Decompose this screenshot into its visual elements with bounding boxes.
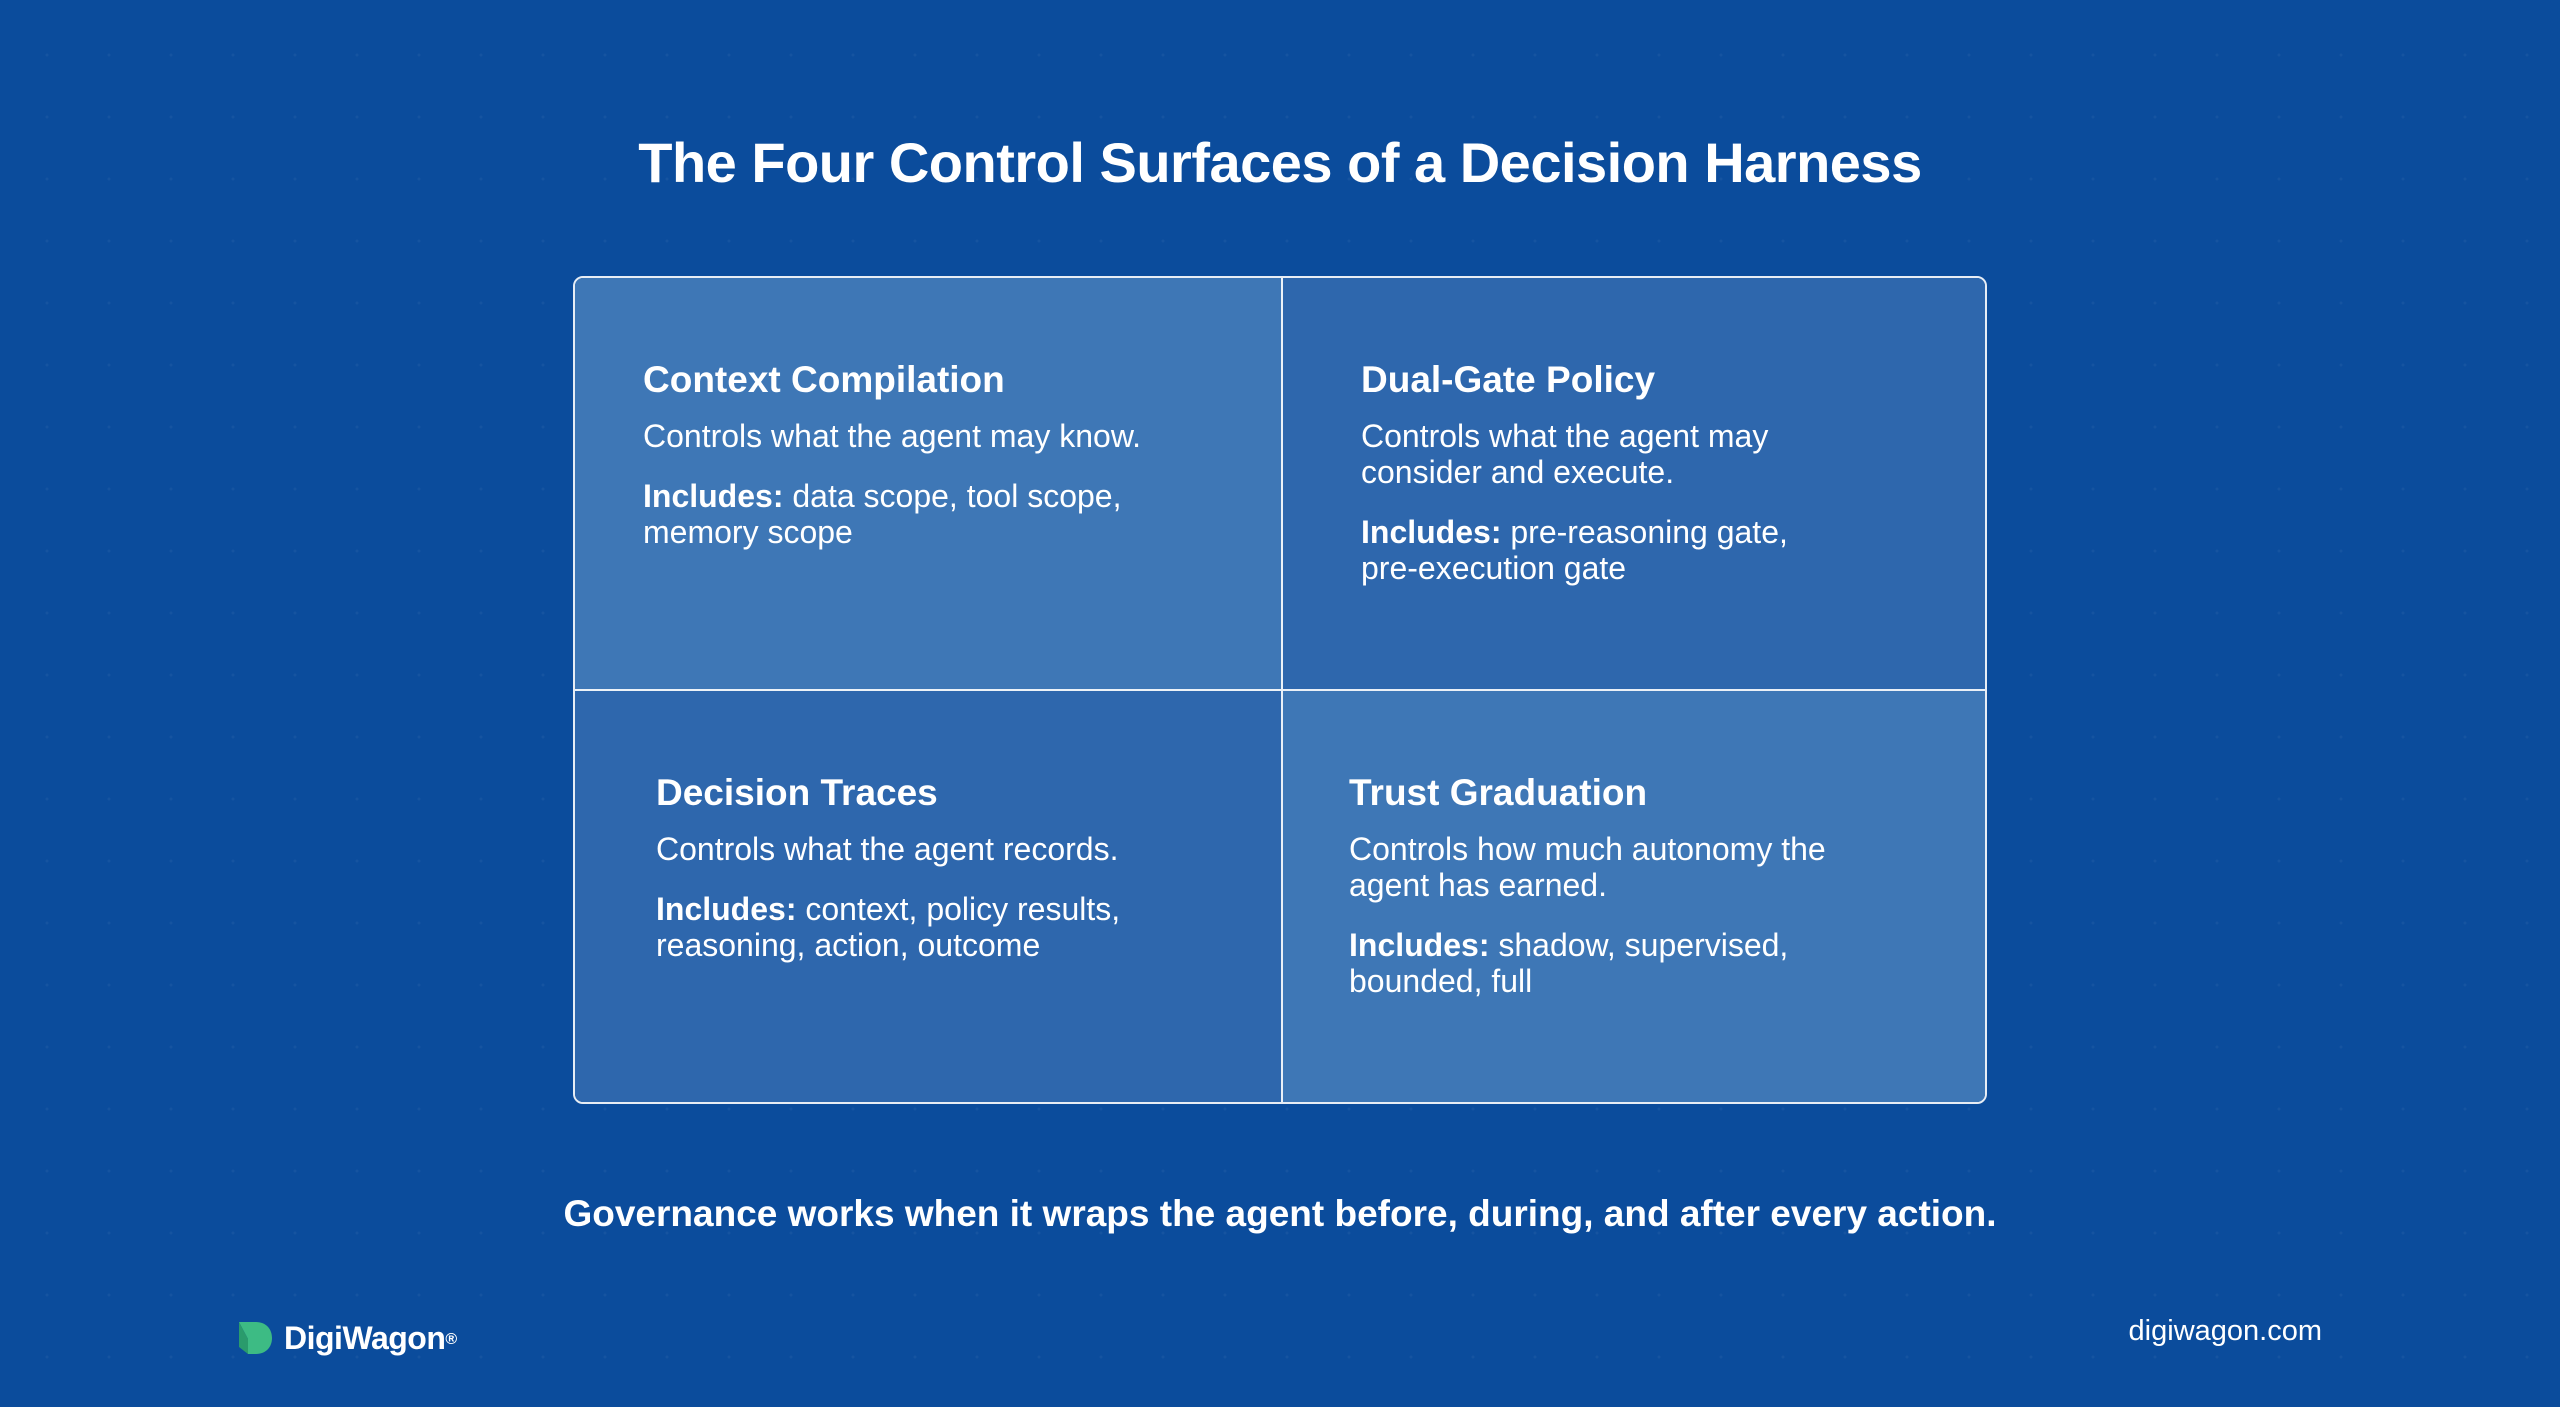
includes-text: context, policy results, reasoning, acti… <box>656 891 1121 963</box>
cell-includes: Includes: data scope, tool scope, memory… <box>643 478 1203 550</box>
logo-text: DigiWagon <box>284 1320 446 1356</box>
cell-dual-gate-policy: Dual-Gate Policy Controls what the agent… <box>1283 278 1985 691</box>
cell-includes: Includes: shadow, supervised, bounded, f… <box>1349 927 1889 999</box>
website-link[interactable]: digiwagon.com <box>2128 1315 2322 1347</box>
page-title: The Four Control Surfaces of a Decision … <box>638 131 1922 194</box>
cell-includes: Includes: pre-reasoning gate, pre-execut… <box>1361 514 1841 586</box>
cell-heading: Decision Traces <box>656 772 938 813</box>
includes-text: shadow, supervised, bounded, full <box>1349 927 1789 999</box>
cell-description: Controls what the agent may know. <box>643 418 1142 454</box>
cell-description: Controls how much autonomy the agent has… <box>1349 831 1826 903</box>
cell-description: Controls what the agent may consider and… <box>1361 418 1769 490</box>
includes-label: Includes: <box>643 478 784 514</box>
tagline: Governance works when it wraps the agent… <box>563 1193 1997 1234</box>
cell-decision-traces: Decision Traces Controls what the agent … <box>575 691 1283 1102</box>
includes-label: Includes: <box>1361 514 1502 550</box>
includes-label: Includes: <box>1349 927 1490 963</box>
includes-text: data scope, tool scope, memory scope <box>643 478 1122 550</box>
cell-trust-graduation: Trust Graduation Controls how much auton… <box>1283 691 1985 1102</box>
cell-content: Context Compilation Controls what the ag… <box>643 358 1203 550</box>
logo-mark-icon <box>239 1322 272 1354</box>
cell-content: Dual-Gate Policy Controls what the agent… <box>1361 358 1841 586</box>
cell-heading: Context Compilation <box>643 359 1005 400</box>
control-surfaces-grid: Context Compilation Controls what the ag… <box>573 276 1987 1104</box>
cell-content: Trust Graduation Controls how much auton… <box>1349 771 1889 999</box>
cell-context-compilation: Context Compilation Controls what the ag… <box>575 278 1283 691</box>
cell-content: Decision Traces Controls what the agent … <box>656 771 1216 963</box>
cell-heading: Dual-Gate Policy <box>1361 359 1656 400</box>
registered-mark: ® <box>445 1331 457 1348</box>
brand-logo[interactable]: DigiWagon® <box>236 1318 457 1358</box>
logo-wordmark: DigiWagon® <box>284 1318 457 1358</box>
cell-heading: Trust Graduation <box>1349 772 1648 813</box>
includes-text: pre-reasoning gate, pre-execution gate <box>1361 514 1788 586</box>
cell-description: Controls what the agent records. <box>656 831 1119 867</box>
includes-label: Includes: <box>656 891 797 927</box>
cell-includes: Includes: context, policy results, reaso… <box>656 891 1216 963</box>
